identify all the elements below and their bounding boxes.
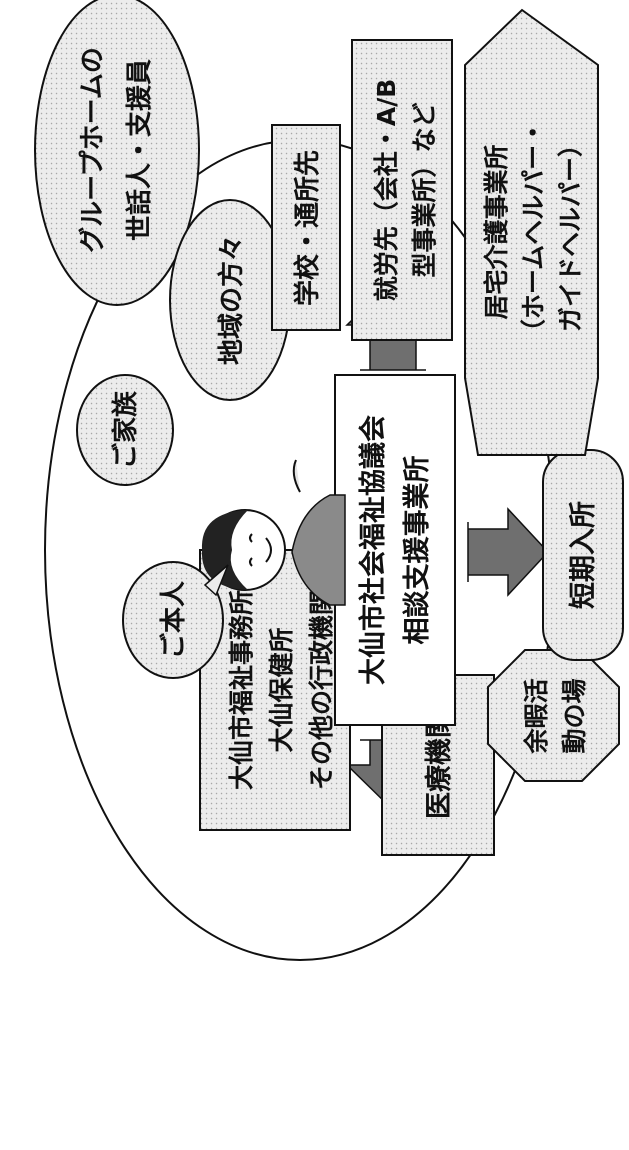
homecare-line-1: 居宅介護事業所 xyxy=(482,144,511,319)
school-node: 学校・通所先 xyxy=(271,124,341,331)
central-line-2: 相談支援事業所 xyxy=(401,456,433,645)
leisure-line-2: 動の場 xyxy=(560,678,589,753)
work-line-2: 型事業所）など xyxy=(410,102,439,277)
work-node: 就労先（会社・A/B 型事業所）など xyxy=(351,39,453,341)
admin-line-1: 大仙市福祉事務所 xyxy=(227,590,256,790)
grouphome-node: グループホームの 世話人・支援員 xyxy=(34,0,200,306)
grouphome-line-2: 世話人・支援員 xyxy=(124,59,155,241)
central-line-1: 大仙市社会福祉協議会 xyxy=(357,415,389,685)
family-label: ご家族 xyxy=(110,390,141,469)
person-node: ご本人 xyxy=(122,561,229,679)
school-label: 学校・通所先 xyxy=(292,150,323,306)
family-node: ご家族 xyxy=(76,374,174,486)
admin-node: 大仙市福祉事務所 大仙保健所 その他の行政機関 xyxy=(199,549,351,831)
homecare-line-2: （ホームヘルパー・ xyxy=(519,120,548,344)
community-label: 地域の方々 xyxy=(216,235,247,365)
person-label: ご本人 xyxy=(158,581,189,659)
leisure-line-1: 余暇活 xyxy=(522,678,551,754)
admin-line-3: その他の行政機関 xyxy=(307,590,336,790)
homecare-line-3: ガイドヘルパー） xyxy=(556,132,585,332)
work-line-1: 就労先（会社・A/B xyxy=(372,79,401,302)
homecare-node: 居宅介護事業所 （ホームヘルパー・ ガイドヘルパー） xyxy=(464,8,599,456)
shortstay-label: 短期入所 xyxy=(568,501,599,609)
admin-line-2: 大仙保健所 xyxy=(267,627,296,752)
shortstay-node: 短期入所 xyxy=(542,449,624,661)
grouphome-line-1: グループホームの xyxy=(78,47,108,253)
arrow-to-shortstay xyxy=(467,507,550,597)
community-node: 地域の方々 xyxy=(169,199,291,401)
leisure-node: 余暇活 動の場 xyxy=(487,649,620,782)
central-office-node: 大仙市社会福祉協議会 相談支援事業所 xyxy=(334,374,456,726)
medical-label: 医療機関 xyxy=(424,711,455,819)
